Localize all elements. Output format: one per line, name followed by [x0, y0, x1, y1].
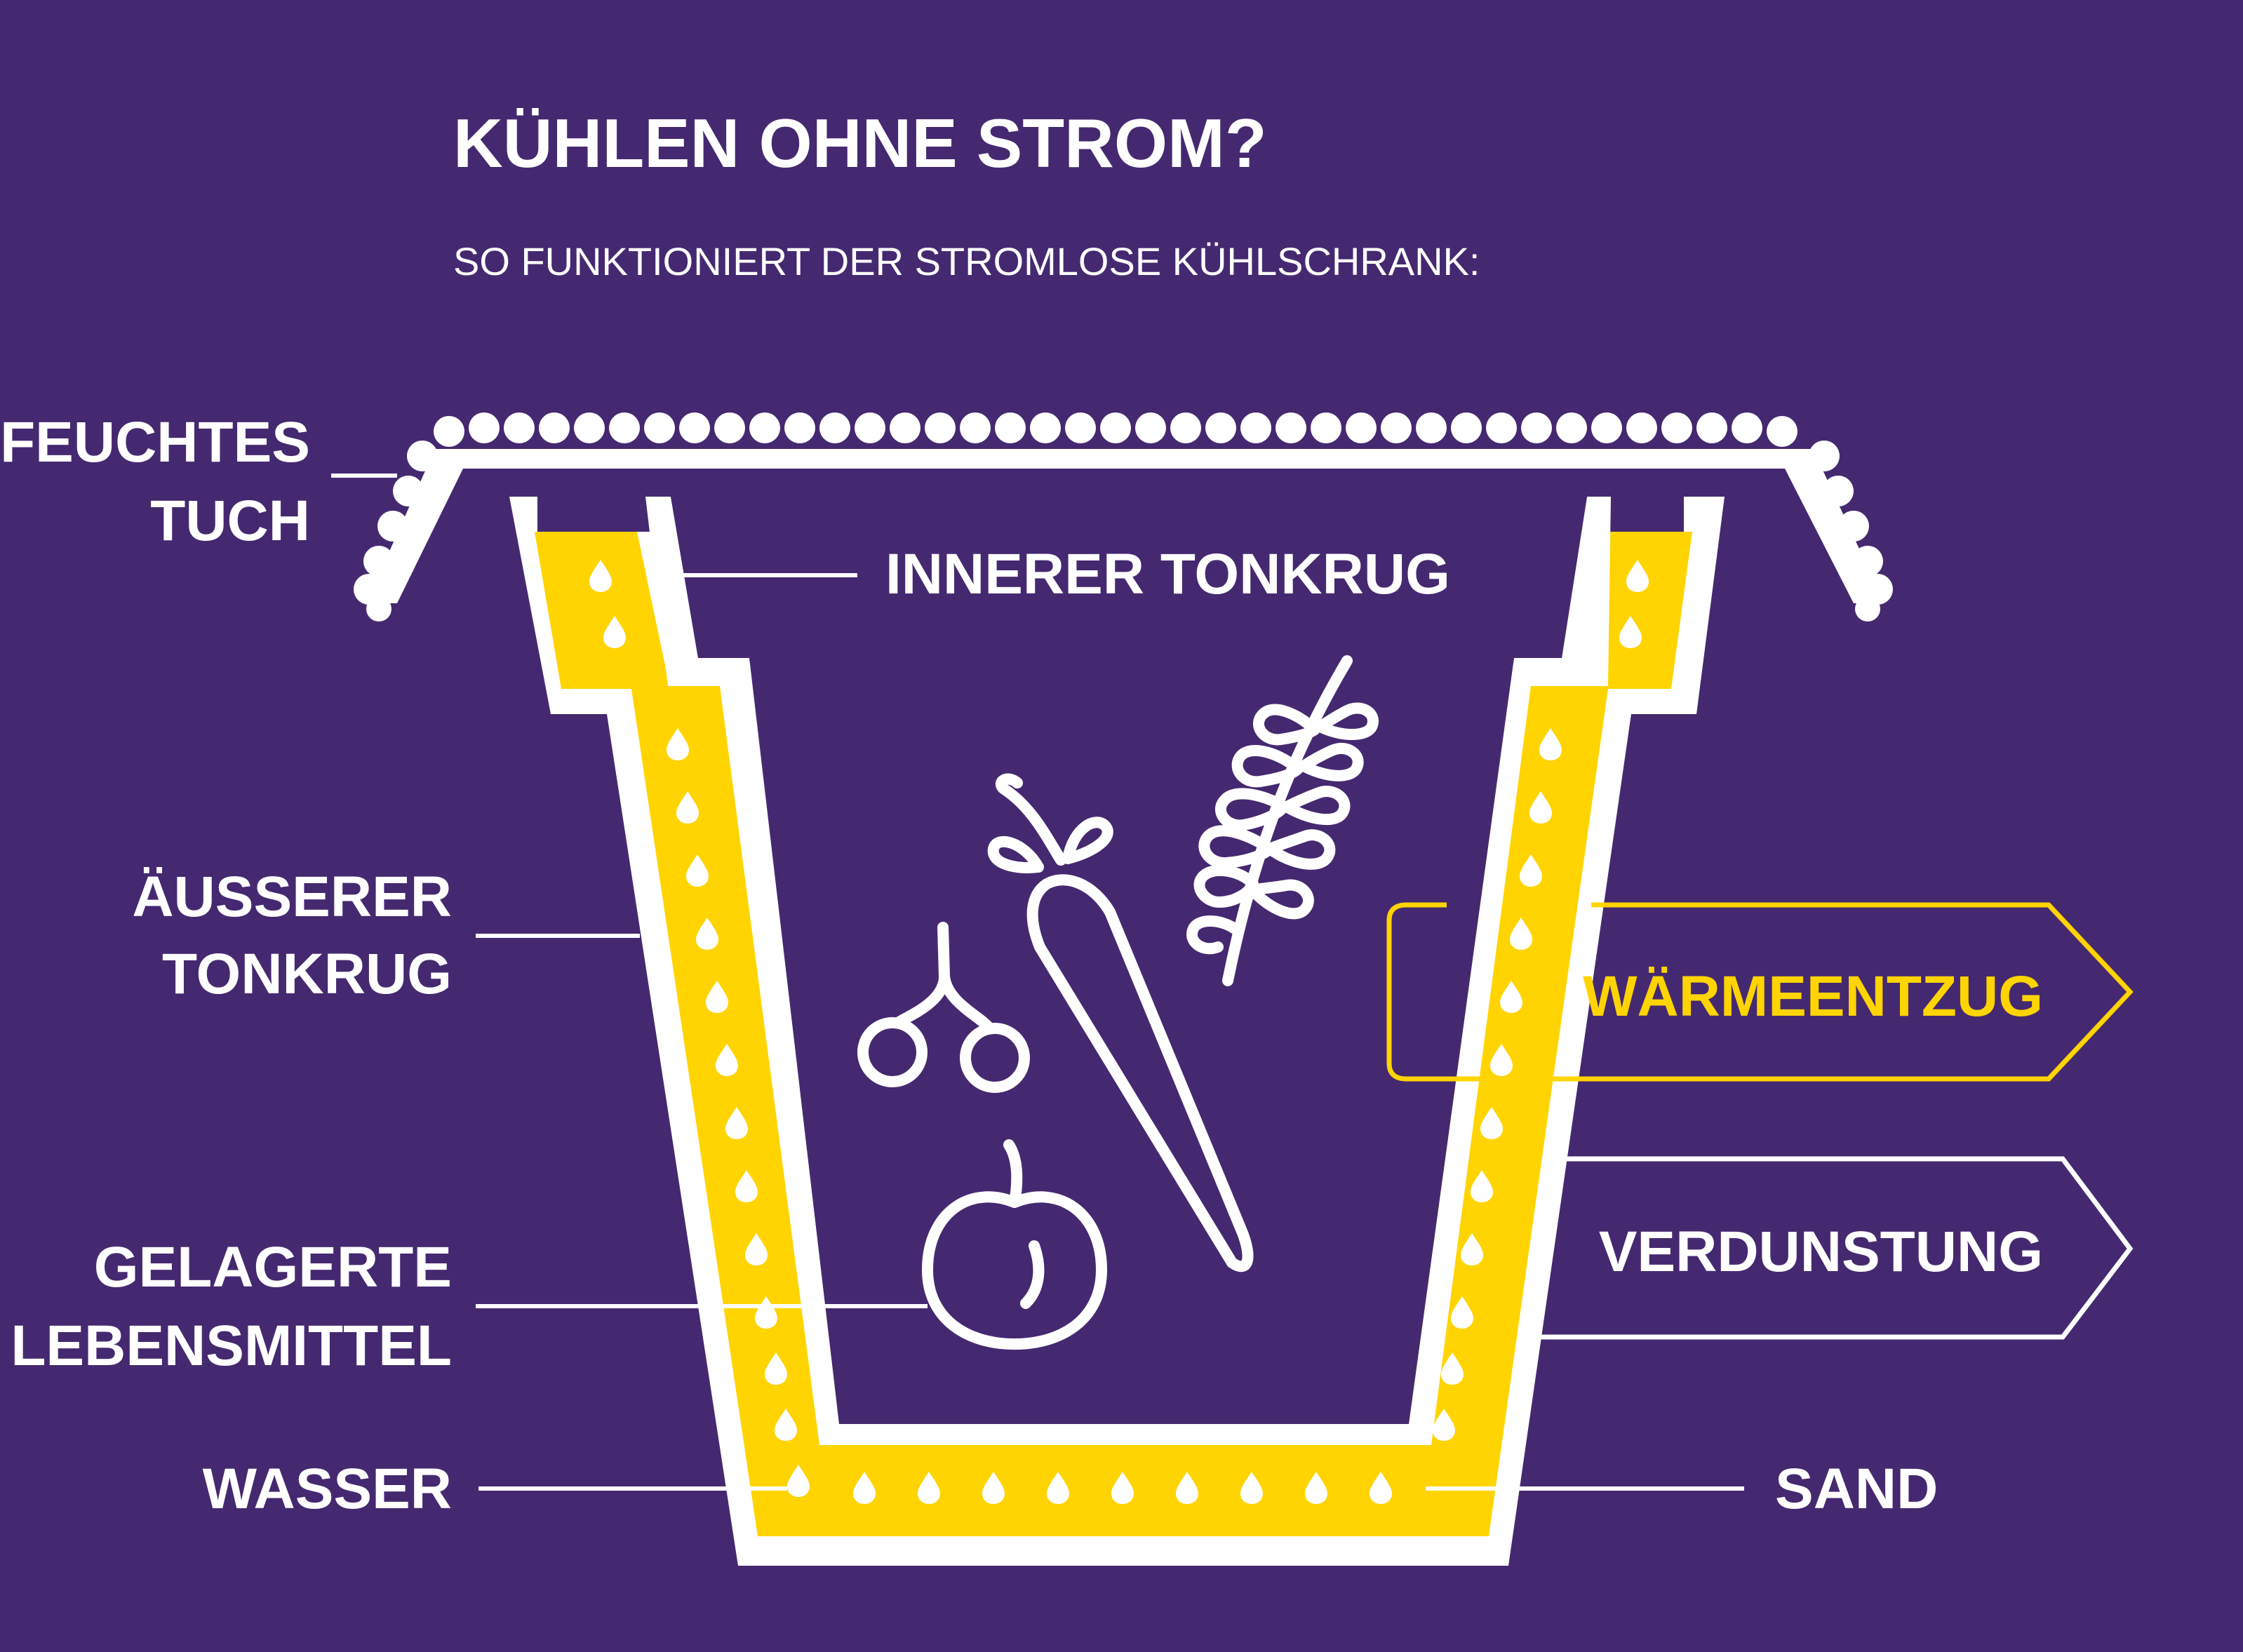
- waermeentzug-arrow: [1386, 902, 2134, 1082]
- leader-lines: [331, 474, 1744, 1491]
- wheat-icon: [1186, 655, 1379, 986]
- label-wasser: WASSER: [203, 1457, 452, 1521]
- label-sand: SAND: [1775, 1457, 1938, 1521]
- label-waermeentzug: WÄRMEENTZUG: [1583, 965, 2043, 1028]
- cloth-icon: [354, 412, 1893, 622]
- plum-icon: [922, 1139, 1107, 1350]
- carrot-icon: [987, 773, 1254, 1272]
- label-aeusserer-tonkrug-1: ÄUSSERER: [132, 865, 452, 929]
- verdunstung-arrow: [1541, 1156, 2134, 1340]
- label-verdunstung: VERDUNSTUNG: [1599, 1220, 2043, 1284]
- label-feuchtes-tuch-2: TUCH: [150, 489, 310, 553]
- cherries-icon: [857, 922, 1030, 1093]
- page-subtitle: SO FUNKTIONIERT DER STROMLOSE KÜHLSCHRAN…: [453, 239, 1480, 283]
- label-feuchtes-tuch-1: FEUCHTES: [0, 410, 310, 474]
- label-lebensmittel-1: GELAGERTE: [94, 1235, 452, 1299]
- page-title: KÜHLEN OHNE STROM?: [453, 105, 1267, 182]
- label-aeusserer-tonkrug-2: TONKRUG: [162, 942, 452, 1006]
- label-innerer-tonkrug: INNERER TONKRUG: [885, 542, 1450, 606]
- label-lebensmittel-2: LEBENSMITTEL: [11, 1314, 452, 1378]
